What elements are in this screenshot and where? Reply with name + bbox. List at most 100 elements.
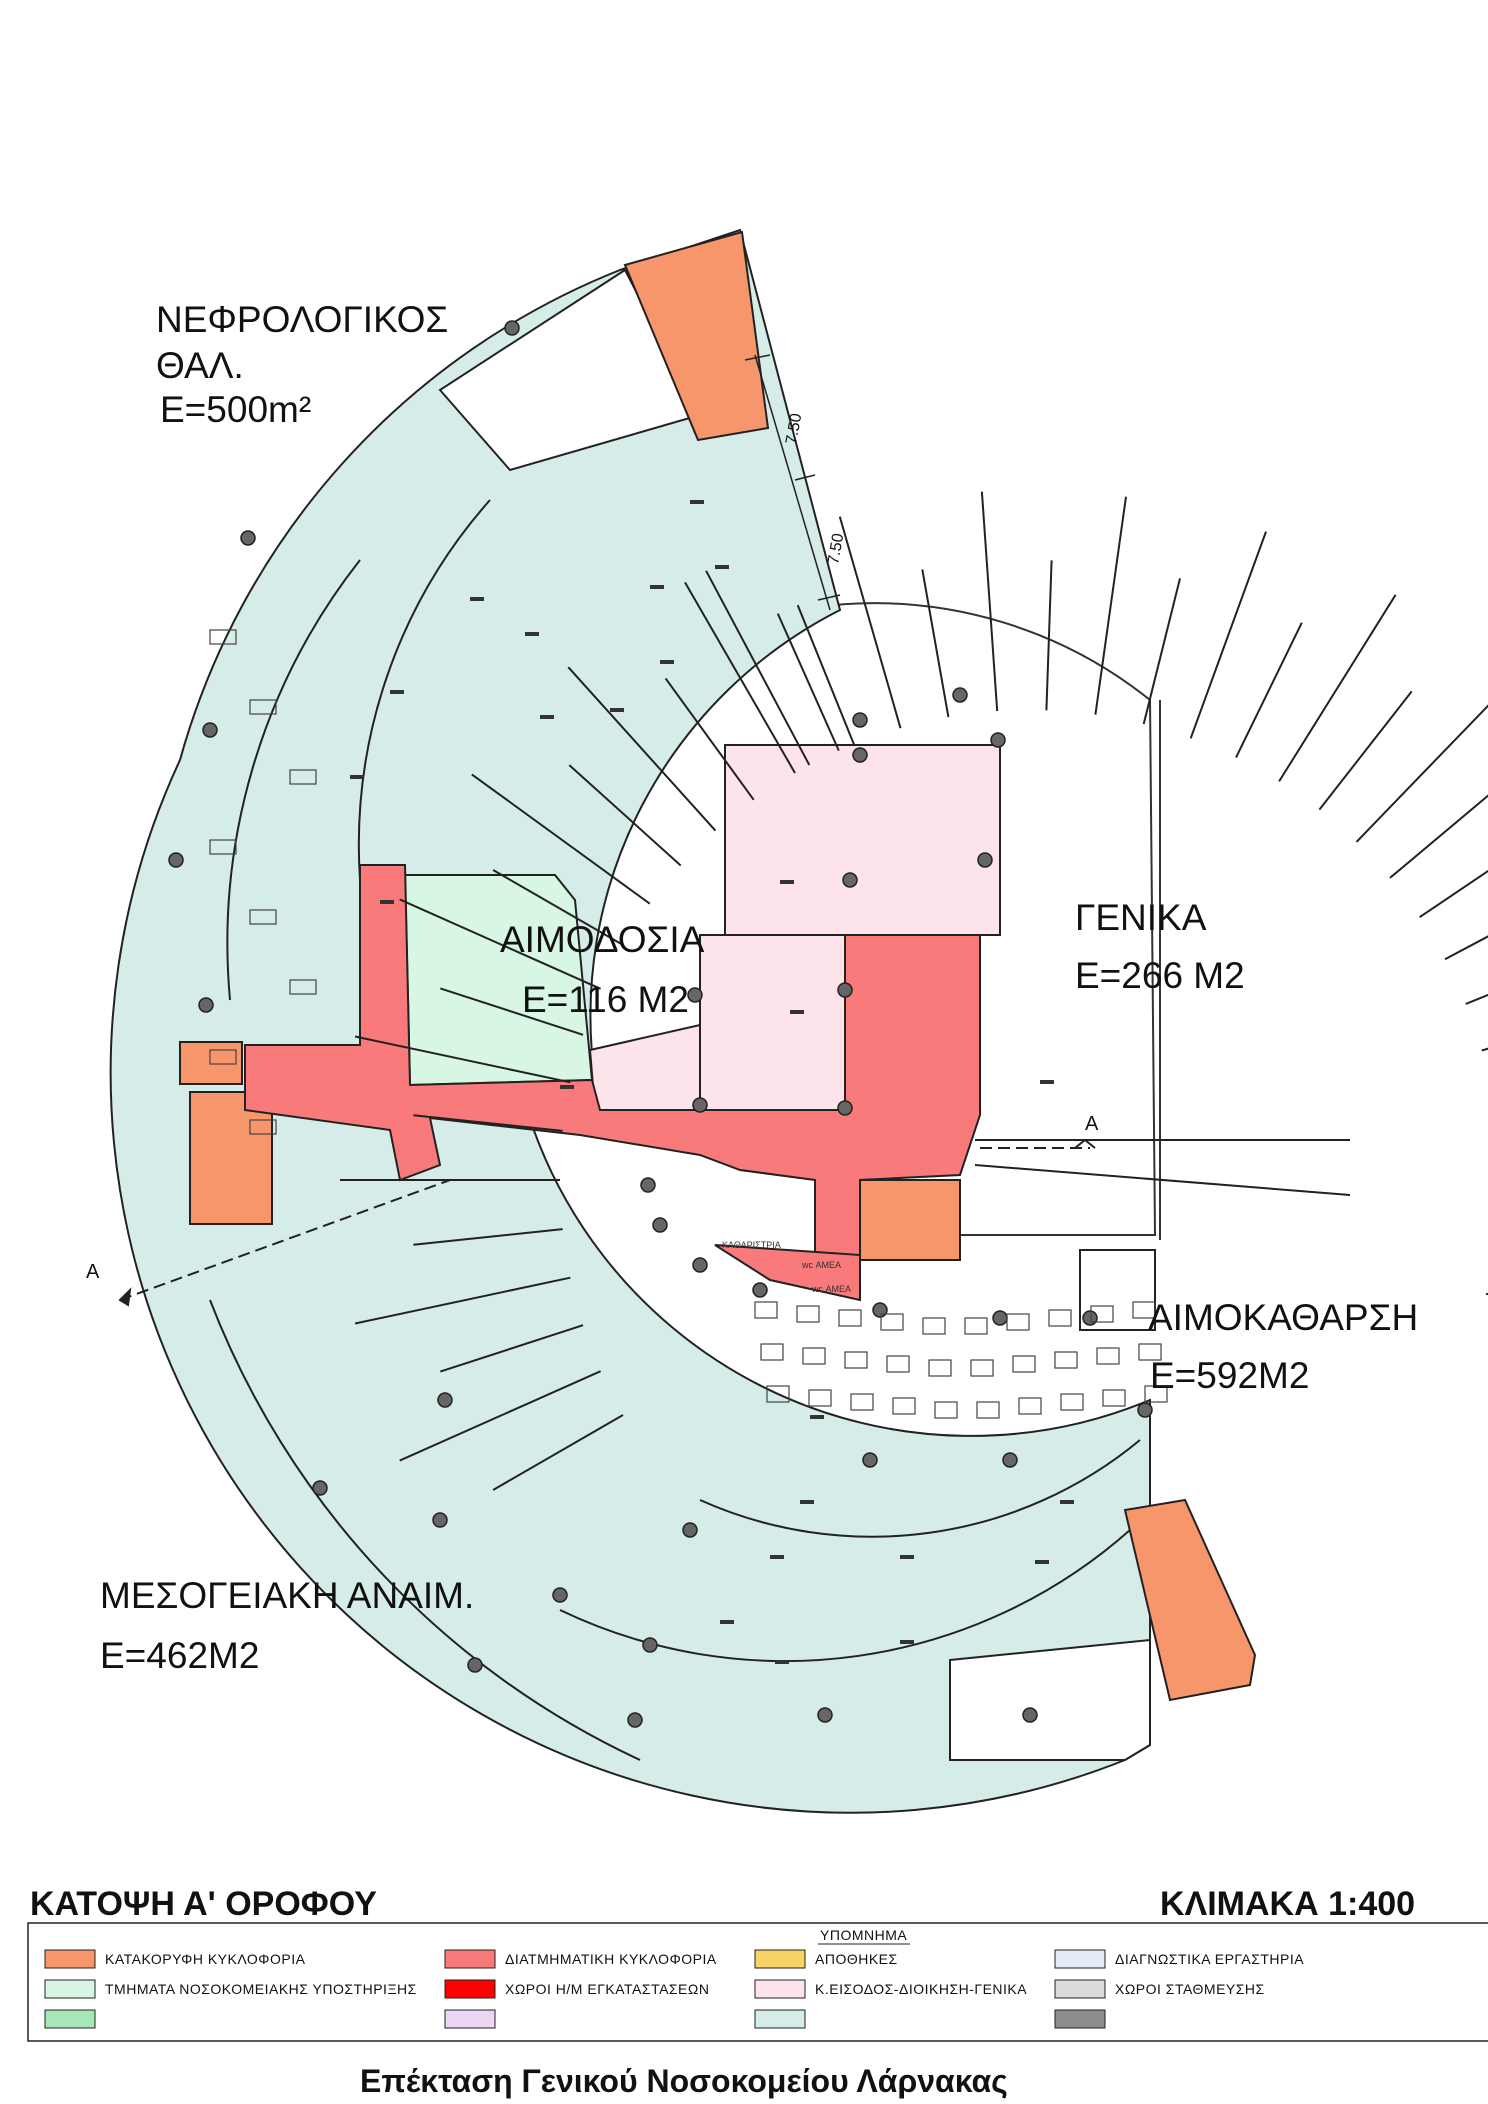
- zone-nephro-name2: ΘΑΛ.: [156, 345, 244, 386]
- dialysis-chair: [1132, 1301, 1156, 1319]
- column: [1022, 1707, 1038, 1723]
- dialysis-chairs: [209, 629, 1168, 1419]
- room-tag: [525, 632, 539, 636]
- partition-wall: [1355, 704, 1488, 843]
- patient-bed: [289, 769, 317, 785]
- partition-wall: [1318, 690, 1413, 811]
- dialysis-chair: [1144, 1385, 1168, 1403]
- column: [977, 852, 993, 868]
- column: [1002, 1452, 1018, 1468]
- partition-wall: [684, 581, 796, 774]
- partition-wall: [1481, 1047, 1488, 1052]
- dialysis-chair: [1102, 1389, 1126, 1407]
- partition-wall: [567, 666, 717, 832]
- partition-wall: [399, 1370, 602, 1462]
- room-tag: [800, 1500, 814, 1504]
- zone-blood-name: ΑΙΜΟΔΟΣΙΑ: [500, 919, 705, 960]
- room-tags: [350, 500, 1074, 1664]
- room-tag: [660, 660, 674, 664]
- partition-wall: [492, 1414, 624, 1491]
- dialysis-chair: [970, 1359, 994, 1377]
- partition-wall: [1419, 869, 1488, 919]
- column: [992, 1310, 1008, 1326]
- column: [752, 1282, 768, 1298]
- dialysis-chair: [928, 1359, 952, 1377]
- column: [312, 1480, 328, 1496]
- dialysis-chair: [1090, 1305, 1114, 1323]
- legend-label: ΔΙΑΓΝΩΣΤΙΚΑ ΕΡΓΑΣΤΗΡΙΑ: [1115, 1951, 1304, 1967]
- dialysis-chair: [754, 1301, 778, 1319]
- partition-wall: [664, 677, 755, 801]
- dialysis-chair: [934, 1401, 958, 1419]
- room-tag: [470, 597, 484, 601]
- legend-swatch: [44, 1979, 96, 1999]
- legend-swatch: [44, 1949, 96, 1969]
- wc-accessible-area: [714, 1244, 861, 1302]
- column: [837, 1100, 853, 1116]
- courtyard-outline: [834, 602, 1161, 1240]
- room-tag: [715, 565, 729, 569]
- room-tag: [390, 690, 404, 694]
- room-tag: [770, 1555, 784, 1559]
- column: [842, 872, 858, 888]
- dialysis-chair: [766, 1385, 790, 1403]
- dialysis-chair: [850, 1393, 874, 1411]
- partition-wall: [471, 773, 651, 905]
- column: [627, 1712, 643, 1728]
- room-tag: [1035, 1560, 1049, 1564]
- partition-wall: [568, 764, 682, 867]
- white-rooms: [438, 268, 1156, 1761]
- column: [1082, 1310, 1098, 1326]
- column: [817, 1707, 833, 1723]
- legend-title: ΥΠΟΜΝΗΜΑ: [820, 1927, 907, 1943]
- patient-bed: [209, 839, 237, 855]
- dialysis-chair: [802, 1347, 826, 1365]
- legend-label: Κ.ΕΙΣΟΔΟΣ-ΔΙΟΙΚΗΣΗ-ΓΕΝΙΚΑ: [815, 1981, 1027, 1997]
- partition-wall: [1444, 935, 1488, 961]
- admin-area: [588, 744, 1001, 1116]
- partition-wall: [1045, 560, 1053, 711]
- dialysis-chair: [1138, 1343, 1162, 1361]
- legend-swatch: [444, 2009, 496, 2029]
- dialysis-chair: [838, 1309, 862, 1327]
- legend-swatch: [754, 2009, 806, 2029]
- patient-bed: [209, 1049, 237, 1065]
- column: [467, 1657, 483, 1673]
- dialysis-chair: [880, 1313, 904, 1331]
- partition-wall: [705, 570, 811, 766]
- column: [990, 732, 1006, 748]
- column: [504, 320, 520, 336]
- room-tag: [780, 880, 794, 884]
- column: [640, 1177, 656, 1193]
- legend-label: ΧΩΡΟΙ ΣΤΑΘΜΕΥΣΗΣ: [1115, 1981, 1265, 1997]
- column: [862, 1452, 878, 1468]
- room-tag: [775, 1660, 789, 1664]
- dialysis-chair: [1048, 1309, 1072, 1327]
- partition-wall: [1235, 622, 1303, 759]
- legend-swatch: [444, 1979, 496, 1999]
- zone-nephro-area: E=500m²: [160, 389, 311, 430]
- dialysis-chair: [808, 1389, 832, 1407]
- partition-wall: [980, 491, 999, 712]
- room-tag: [560, 1085, 574, 1089]
- partitions: [209, 491, 1488, 1761]
- dialysis-chair: [760, 1343, 784, 1361]
- column: [198, 997, 214, 1013]
- zone-dialysis-name: ΑΙΜΟΚΑΘΑΡΣΗ: [1148, 1297, 1418, 1338]
- zone-dialysis-area: E=592M2: [1150, 1355, 1309, 1396]
- columns: [168, 320, 1153, 1728]
- patient-bed: [289, 979, 317, 995]
- corridor-wall: [357, 499, 491, 881]
- column: [652, 1217, 668, 1233]
- column: [432, 1512, 448, 1528]
- column: [202, 722, 218, 738]
- zone-nephro-name: ΝΕΦΡΟΛΟΓΙΚΟΣ: [156, 299, 448, 340]
- dialysis-chair: [976, 1401, 1000, 1419]
- zone-mediterranean-name: ΜΕΣΟΓΕΙΑΚΗ ΑΝΑΙΜ.: [100, 1575, 474, 1616]
- legend-swatch: [1054, 2009, 1106, 2029]
- dialysis-chair: [886, 1355, 910, 1373]
- dialysis-chair: [1006, 1313, 1030, 1331]
- room-tag: [900, 1640, 914, 1644]
- section-line: [118, 1138, 1351, 1307]
